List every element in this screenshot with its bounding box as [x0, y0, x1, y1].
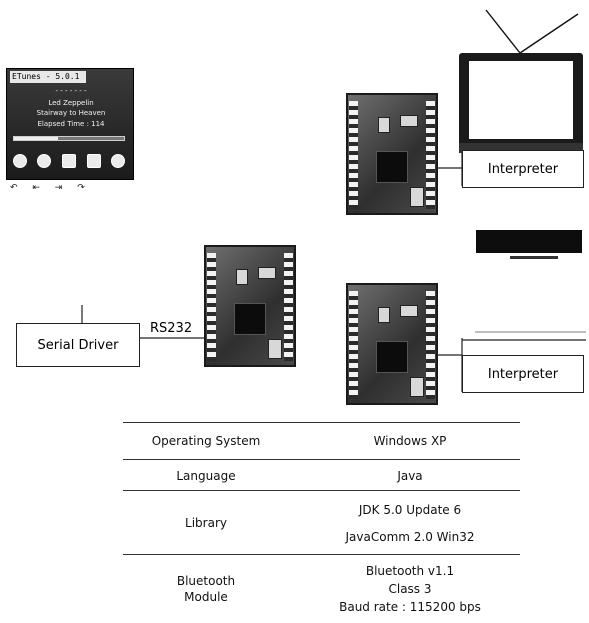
module-chip — [376, 151, 408, 183]
interpreter-box-bottom: Interpreter — [462, 355, 584, 393]
phone-title: ETunes - 5.0.1 — [10, 71, 86, 83]
table-rule — [123, 490, 520, 491]
rs232-label: RS232 — [150, 321, 193, 336]
bluetooth-module-bottom — [346, 283, 438, 405]
module-pins — [426, 101, 435, 209]
serial-driver-box: Serial Driver — [16, 323, 140, 367]
phone-song: Stairway to Heaven — [36, 109, 106, 117]
television-base — [459, 143, 583, 153]
module-component — [410, 187, 424, 207]
module-pins — [284, 253, 293, 361]
table-key-library: Library — [185, 516, 227, 530]
television-device — [459, 53, 583, 153]
module-chip — [376, 341, 408, 373]
phone-elapsed: Elapsed Time : 114 — [37, 120, 105, 128]
phone-controls-caption: ↶ ⇤ ⇥ ↷ — [10, 183, 91, 193]
table-key-os: Operating System — [151, 434, 261, 448]
module-pins — [207, 253, 216, 361]
table-key-language: Language — [176, 469, 236, 483]
bluetooth-module-middle — [204, 245, 296, 367]
phone-artist: Led Zeppelin — [48, 99, 94, 107]
module-component — [268, 339, 282, 359]
phone-prev-icon[interactable] — [13, 154, 27, 168]
tv-antenna — [485, 9, 579, 54]
module-chip — [234, 303, 266, 335]
table-value-bluetooth-class: Class 3 — [388, 582, 432, 596]
table-value-os: Windows XP — [373, 434, 447, 448]
table-value-bluetooth-version: Bluetooth v1.1 — [365, 564, 455, 578]
phone-screen: ETunes - 5.0.1 - - - - - - - Led Zeppeli… — [6, 68, 134, 180]
phone-play-icon[interactable] — [37, 154, 51, 168]
table-rule — [123, 459, 520, 460]
table-rule — [123, 554, 520, 555]
table-value-language: Java — [397, 469, 423, 483]
table-rule — [123, 422, 520, 423]
phone-progress-fill — [14, 137, 58, 140]
module-component — [400, 115, 418, 127]
television-screen — [469, 61, 573, 139]
interpreter-box-top: Interpreter — [462, 150, 584, 188]
bar-display-stand — [510, 256, 558, 259]
module-component — [258, 267, 276, 279]
table-value-library-jdk: JDK 5.0 Update 6 — [358, 503, 462, 517]
module-pins — [349, 291, 358, 399]
module-component — [410, 377, 424, 397]
module-pins — [426, 291, 435, 399]
table-value-library-javacomm: JavaComm 2.0 Win32 — [345, 530, 475, 544]
phone-progress-bar — [13, 136, 125, 141]
module-component — [378, 307, 390, 323]
phone-line: - - - - - - - — [55, 87, 87, 95]
phone-pause-icon[interactable] — [87, 154, 101, 168]
module-pins — [349, 101, 358, 209]
bar-display-device — [476, 230, 582, 253]
module-component — [400, 305, 418, 317]
module-component — [236, 269, 248, 285]
bluetooth-module-top — [346, 93, 438, 215]
phone-next-icon[interactable] — [111, 154, 125, 168]
table-key-bluetooth: Bluetooth Module — [176, 574, 236, 604]
phone-stop-icon[interactable] — [62, 154, 76, 168]
module-component — [378, 117, 390, 133]
table-value-bluetooth-baud: Baud rate : 115200 bps — [339, 600, 481, 614]
